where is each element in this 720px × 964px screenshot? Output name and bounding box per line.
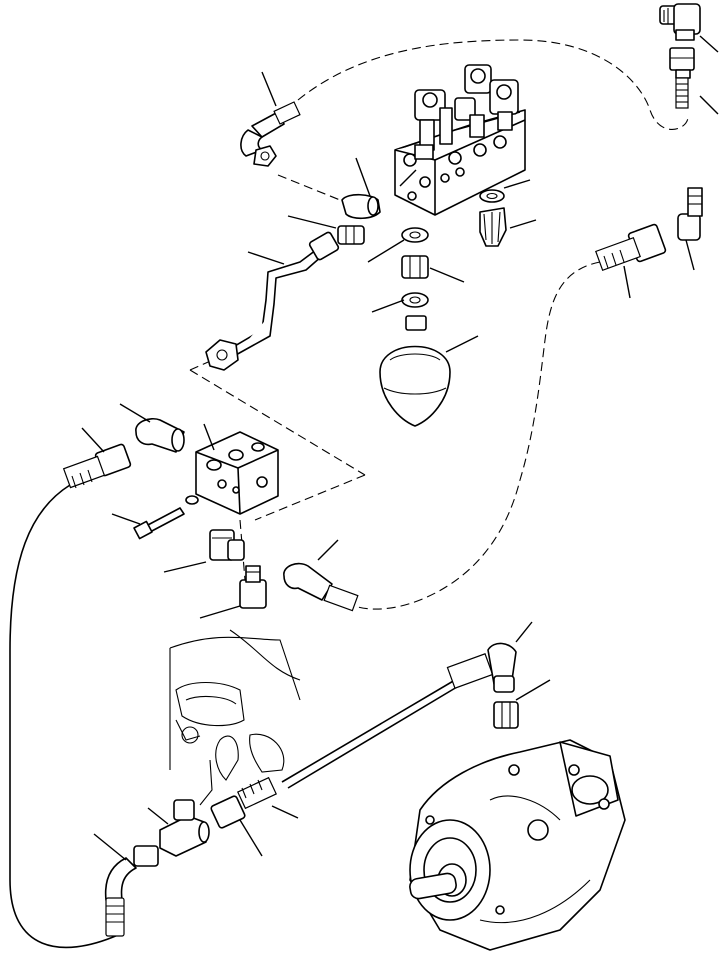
callout-leader xyxy=(111,513,141,525)
hose-end-right xyxy=(595,223,667,272)
callout-leader xyxy=(93,833,127,861)
callout-leader xyxy=(503,179,531,189)
callout-leader xyxy=(399,169,417,187)
callout-leader xyxy=(515,621,533,643)
hose-end-center xyxy=(283,562,359,612)
callout-leader xyxy=(371,299,405,313)
callout-leader xyxy=(239,819,263,857)
tube-elbow-top-left xyxy=(240,101,301,167)
callout-leader xyxy=(685,239,695,271)
callout-leader xyxy=(119,403,151,423)
nut-fitting xyxy=(401,255,429,279)
washer-right-of-valve xyxy=(479,189,505,203)
adapter-fitting-top-right xyxy=(669,47,695,109)
callout-leader xyxy=(445,335,479,353)
adapter-fitting-engine xyxy=(210,776,278,829)
elbow-fitting-right xyxy=(677,187,703,241)
washer-bolt xyxy=(185,495,199,505)
callout-leader xyxy=(261,71,277,107)
hose-end-bottom-left xyxy=(104,845,159,937)
connector-left-of-valve xyxy=(337,225,365,245)
elbow-fitting-under-valve xyxy=(341,193,381,220)
callout-leader xyxy=(699,95,719,115)
callout-leader xyxy=(81,427,105,453)
washer-upper xyxy=(401,227,429,243)
plug-fitting-right xyxy=(479,207,507,247)
callout-leader xyxy=(203,423,215,451)
bent-steel-tube xyxy=(205,231,340,371)
hose-lines xyxy=(9,484,463,949)
elbow-fitting-top-right xyxy=(659,3,701,41)
callout-leader xyxy=(271,805,299,819)
callout-leader xyxy=(509,219,537,229)
pump-hose-end xyxy=(446,642,517,693)
elbow-fitting-manifold-top xyxy=(135,417,185,453)
hydraulic-pump xyxy=(409,739,626,951)
elbow-fitting-lower-b xyxy=(239,565,267,609)
washer-lower xyxy=(401,292,429,308)
callout-leader xyxy=(515,679,551,701)
callout-leader xyxy=(163,561,207,573)
callout-leader xyxy=(699,35,719,53)
accumulator-sphere xyxy=(379,315,451,427)
valve-block xyxy=(394,64,526,216)
callout-leader xyxy=(287,215,337,229)
pump-adapter xyxy=(493,701,519,729)
tee-fitting xyxy=(159,799,210,857)
elbow-fitting-lower-a xyxy=(209,529,245,561)
callout-leader xyxy=(429,267,465,283)
callout-leader xyxy=(623,265,631,299)
callout-leader xyxy=(199,605,241,619)
engine-housing-outline xyxy=(169,629,301,806)
manifold-block xyxy=(195,431,279,515)
callout-leader xyxy=(355,157,371,197)
callout-leader-lines xyxy=(81,35,719,861)
callout-leader xyxy=(367,239,405,263)
callout-leader xyxy=(317,539,339,561)
callout-leader xyxy=(147,807,169,825)
bolt xyxy=(133,507,185,540)
callout-leader xyxy=(247,251,285,265)
hose-end-left xyxy=(62,443,132,489)
